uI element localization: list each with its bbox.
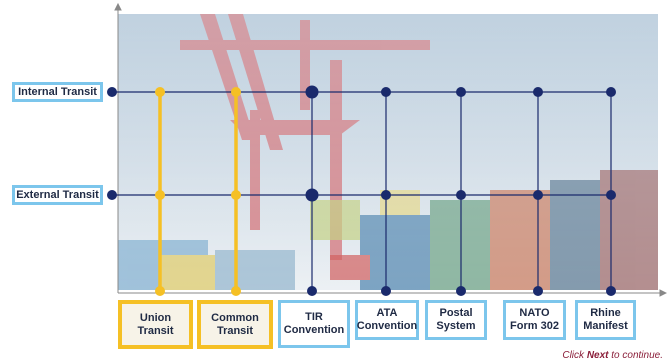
node-internal-union	[155, 87, 165, 97]
node-external-common	[231, 190, 241, 200]
node-axis-union	[155, 286, 165, 296]
continue-hint-prefix: Click	[562, 350, 585, 361]
row-start-node-internal	[107, 87, 117, 97]
node-internal-nato	[533, 87, 543, 97]
y-axis-arrow	[114, 2, 122, 11]
next-keyword: Next	[586, 350, 609, 361]
background-photo	[118, 14, 658, 290]
row-label-external: External Transit	[12, 185, 103, 205]
node-axis-nato	[533, 286, 543, 296]
node-axis-postal	[456, 286, 466, 296]
node-internal-rhine	[606, 87, 616, 97]
node-external-postal	[456, 190, 466, 200]
node-internal-tir	[305, 85, 319, 99]
node-internal-ata	[381, 87, 391, 97]
node-internal-common	[231, 87, 241, 97]
node-external-rhine	[606, 190, 616, 200]
node-axis-rhine	[606, 286, 616, 296]
node-axis-common	[231, 286, 241, 296]
node-external-nato	[533, 190, 543, 200]
row-start-node-external	[107, 190, 117, 200]
intersection-nodes	[107, 85, 616, 296]
node-internal-postal	[456, 87, 466, 97]
continue-hint: Click Next to continue.	[562, 350, 663, 361]
node-external-tir	[305, 188, 319, 202]
x-axis-arrow	[659, 289, 667, 297]
node-external-union	[155, 190, 165, 200]
row-label-internal: Internal Transit	[12, 82, 103, 102]
node-axis-ata	[381, 286, 391, 296]
node-axis-tir	[307, 286, 317, 296]
node-external-ata	[381, 190, 391, 200]
continue-hint-suffix: to continue.	[611, 350, 663, 361]
